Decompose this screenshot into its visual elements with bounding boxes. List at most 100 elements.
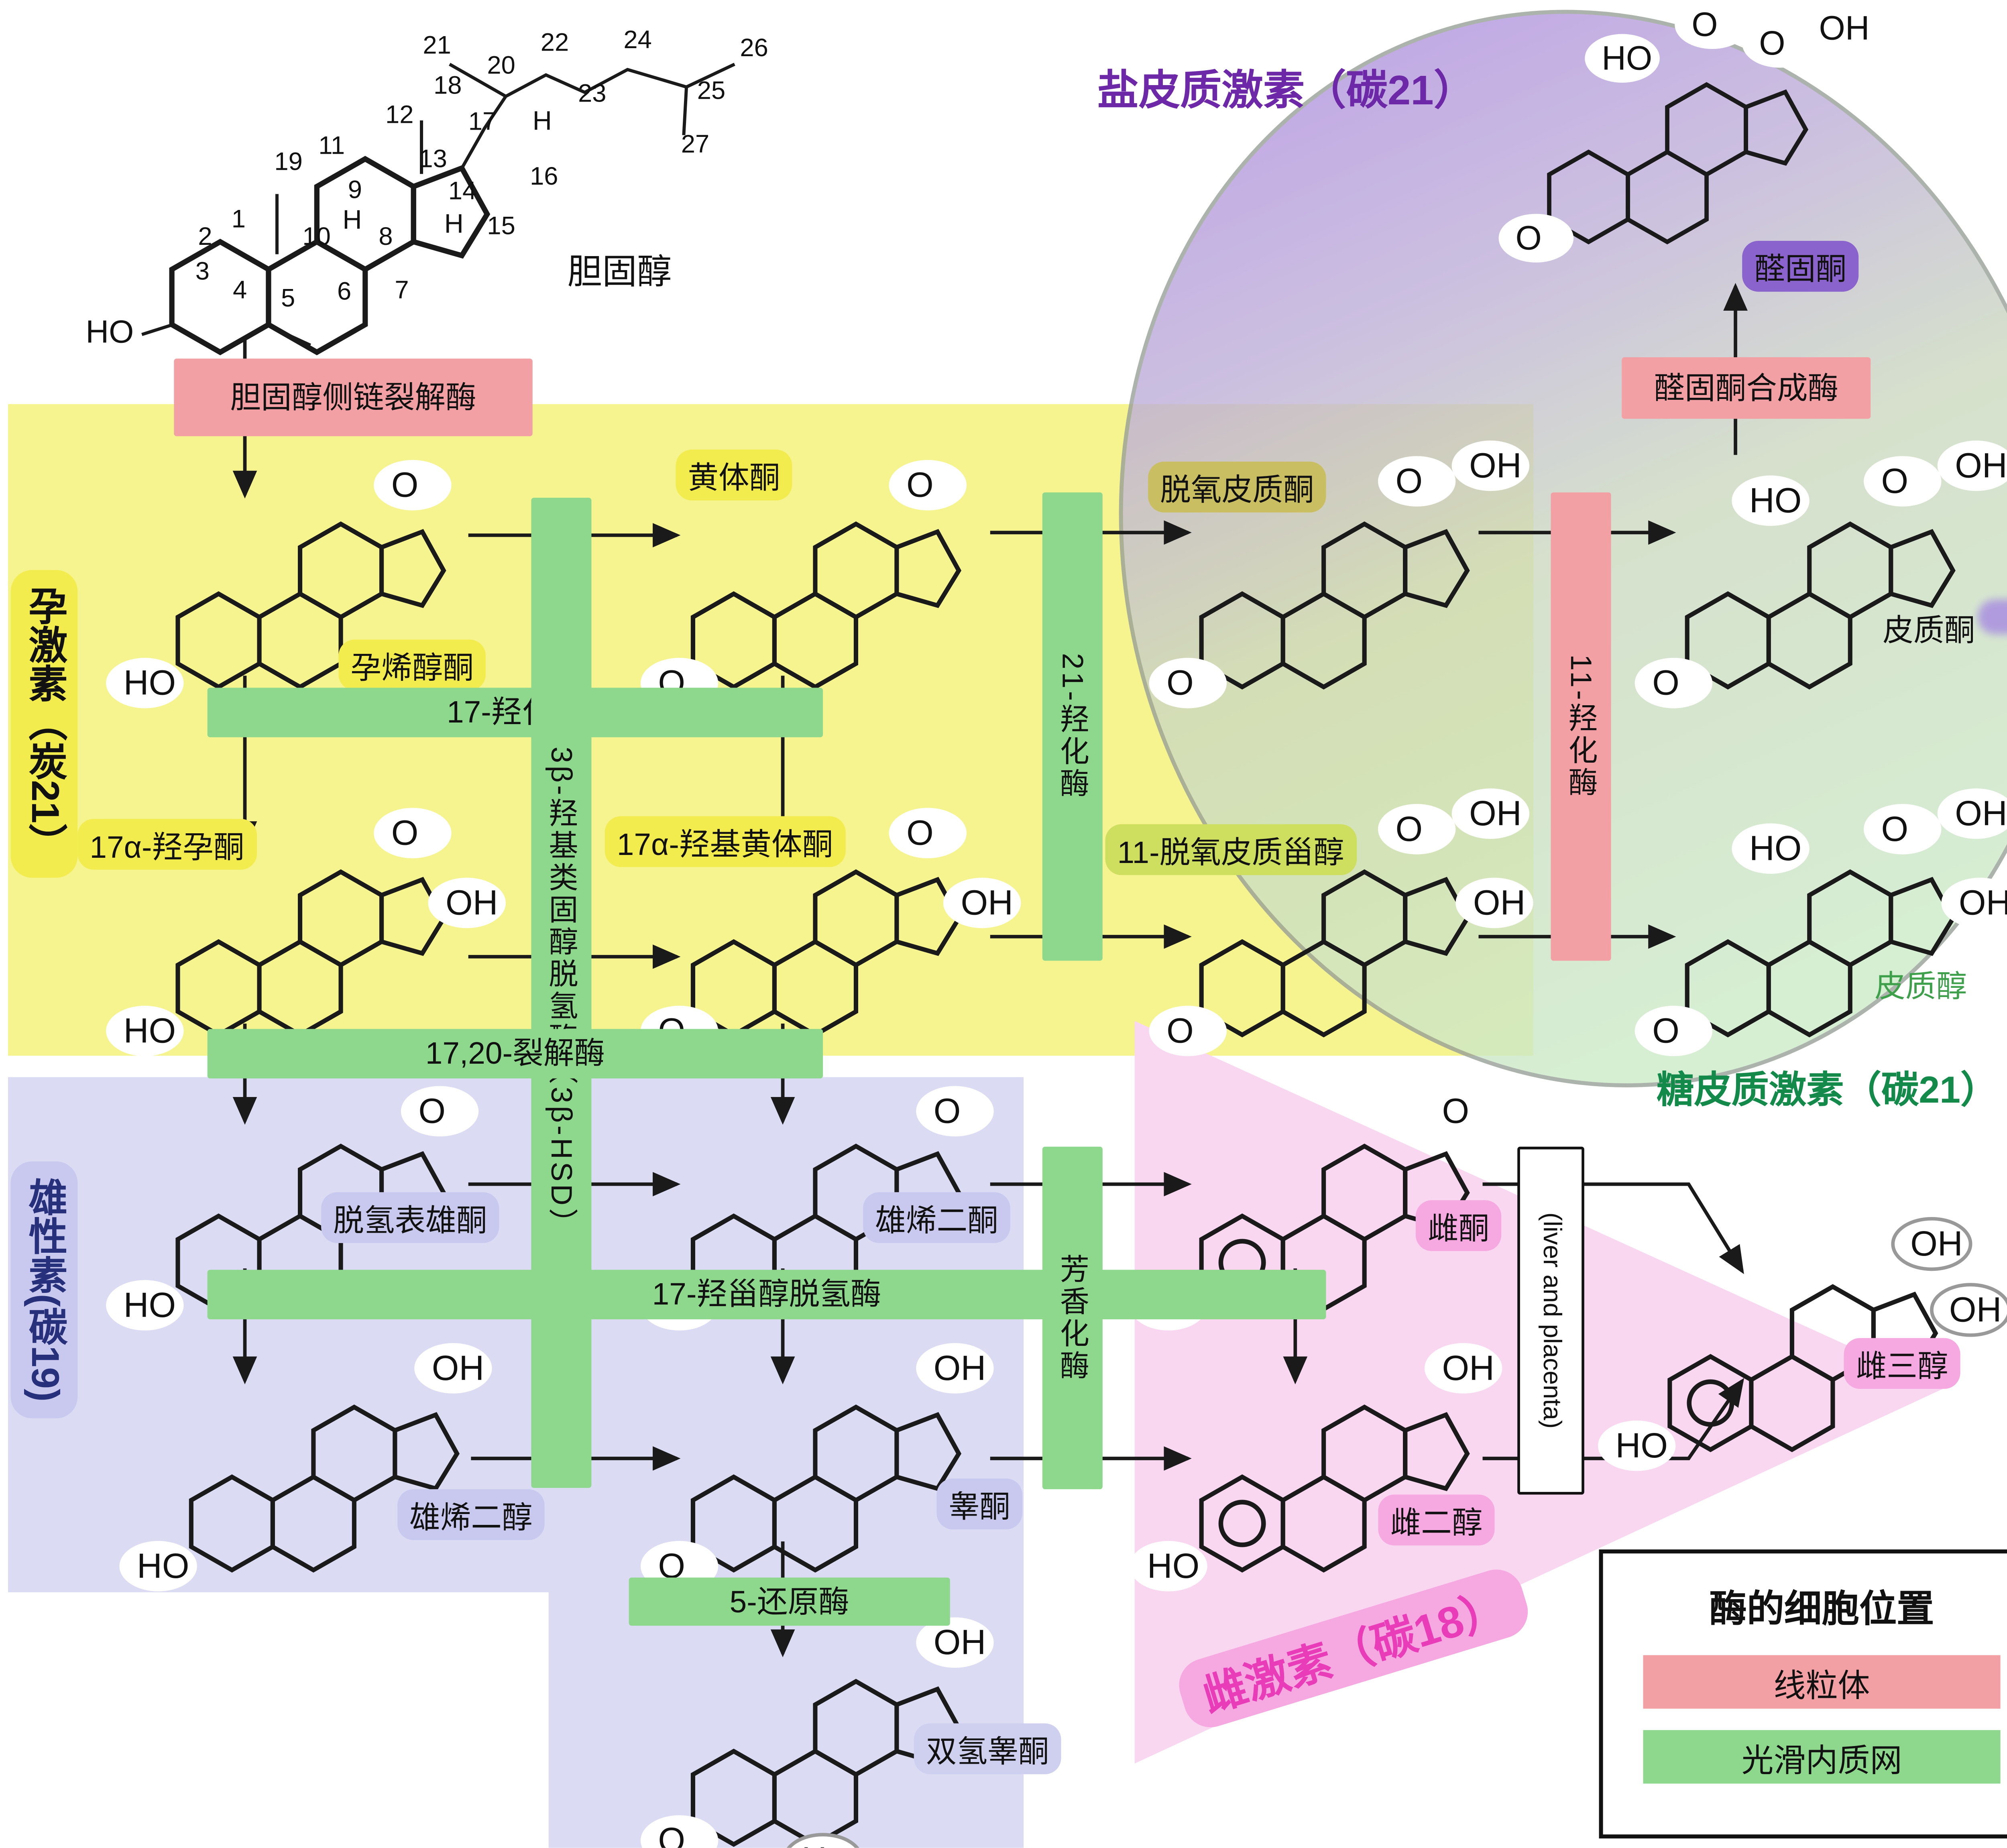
carbon-number-26: 26 — [740, 34, 768, 62]
substituent-label: HO — [124, 1011, 176, 1050]
substituent-label: OH — [1955, 794, 2007, 833]
enzyme-aldosterone-synthase: 醛固酮合成酶 — [1622, 357, 1871, 419]
carbon-number-4: 4 — [233, 276, 247, 304]
molecule-label-pregnenolone: 孕烯醇酮 — [338, 639, 486, 691]
substituent-label: O — [1396, 462, 1423, 501]
carbon-number-3: 3 — [195, 257, 210, 285]
molecule-label-androstenedione: 雄烯二酮 — [863, 1192, 1010, 1243]
substituent-label: HO — [1749, 829, 1801, 868]
substituent-label: O — [1759, 24, 1785, 62]
carbon-number-27: 27 — [681, 130, 709, 158]
region-label-estrogen: 雌激素（碳18） — [1172, 1563, 1534, 1734]
carbon-number-10: 10 — [302, 222, 330, 250]
molecule-label-testosterone: 睾酮 — [936, 1478, 1022, 1530]
substituent-label: OH — [446, 883, 498, 922]
carbon-number-1: 1 — [232, 205, 246, 233]
substituent-label: HO — [124, 663, 176, 702]
carbon-number-25: 25 — [697, 77, 725, 105]
purple-scribble — [1977, 599, 2007, 635]
region-label-androgen: 雄性素(碳19) — [10, 1161, 78, 1418]
carbon-number-24: 24 — [623, 26, 651, 54]
substituent-label: O — [1881, 810, 1909, 849]
enzyme-17-20-lyase: 17,20-裂解酶 — [207, 1029, 823, 1079]
molecule-label-estradiol: 雌二醇 — [1378, 1494, 1495, 1546]
enzyme-3b-hsd: 3β-羟基类固醇脱氢酶（3β-HSD） — [531, 498, 592, 1488]
enzyme-11-hydroxylase: 11-羟化酶 — [1551, 492, 1611, 961]
carbon-number-17: 17 — [468, 107, 497, 135]
molecule-label-17a-hydroxypregnenolone: 17α-羟孕酮 — [77, 819, 256, 870]
region-label-glucocorticoid: 糖皮质激素（碳21） — [1656, 1069, 1998, 1111]
molecule-label-dihydrotestosterone: 双氢睾酮 — [914, 1723, 1061, 1775]
legend-title: 酶的细胞位置 — [1709, 1588, 1934, 1630]
substituent-label: O — [1691, 5, 1718, 43]
carbon-number-15: 15 — [487, 212, 515, 240]
stereo-h-0: H — [533, 106, 552, 136]
substituent-label: O — [391, 813, 419, 852]
carbon-number-18: 18 — [434, 71, 462, 99]
substituent-label: HO — [137, 1547, 189, 1585]
legend-item-smooth-er: 光滑内质网 — [1643, 1730, 2001, 1784]
molecule-label-androstenediol: 雄烯二醇 — [397, 1489, 545, 1540]
legend: 酶的细胞位置 线粒体 光滑内质网 — [1599, 1549, 2007, 1839]
carbon-number-11: 11 — [318, 131, 345, 159]
molecule-label-corticosterone: 皮质酮 — [1883, 613, 1975, 648]
substituent-label: OH — [934, 1349, 986, 1388]
structure-11-deoxycortisol: O O OH OH — [1149, 788, 1533, 1056]
substituent-label: HO — [1616, 1426, 1668, 1465]
substituent-label: O — [1166, 1011, 1194, 1050]
substituent-label: O — [418, 1091, 446, 1130]
structure-17a-hydroxypregnenolone: HO O OH — [106, 808, 506, 1056]
substituent-label: OH — [432, 1349, 484, 1388]
substituent-label: OH — [1473, 883, 1526, 922]
substituent-label: OH — [1955, 446, 2007, 485]
substituent-label: OH — [1469, 794, 1522, 833]
substituent-label: O — [1652, 1011, 1679, 1050]
substituent-label: O — [1166, 663, 1194, 702]
molecule-label-estrone: 雌酮 — [1415, 1200, 1502, 1251]
structure-pregnenolone: HOO — [106, 460, 452, 708]
region-label-progestogen: 孕激素（炭21） — [10, 570, 78, 878]
structure-cortisol: O HO O OH OH — [1635, 788, 2007, 1056]
carbon-number-21: 21 — [423, 31, 451, 59]
enzyme-liver-placenta: (liver and placenta) — [1517, 1146, 1584, 1495]
carbon-number-20: 20 — [487, 51, 515, 79]
carbon-number-22: 22 — [541, 28, 569, 57]
carbon-number-14: 14 — [448, 177, 476, 205]
stereo-h-2: H — [444, 209, 464, 239]
enzyme-21-hydroxylase: 21-羟化酶 — [1042, 492, 1103, 961]
molecule-label-aldosterone: 醛固酮 — [1742, 241, 1859, 292]
carbon-number-5: 5 — [281, 284, 295, 312]
molecule-label-11-deoxycortisol: 11-脱氧皮质甾醇 — [1105, 824, 1356, 875]
substituent-label: O — [906, 813, 934, 852]
substituent-label: O — [1516, 219, 1542, 256]
molecule-label-cholesterol: 胆固醇 — [567, 251, 672, 292]
substituent-label: OH — [961, 883, 1013, 922]
carbon-number-23: 23 — [578, 79, 606, 107]
substituent-label: O — [1396, 810, 1423, 849]
carbon-number-19: 19 — [274, 147, 302, 175]
substituent-label: OH — [1910, 1224, 1963, 1263]
substituent-label: OH — [1959, 883, 2007, 922]
carbon-number-2: 2 — [198, 222, 212, 250]
substituent-label: HO — [124, 1286, 176, 1325]
legend-item-mitochondria: 线粒体 — [1643, 1655, 2001, 1709]
substituent-label: O — [934, 1091, 961, 1130]
substituent-label: HO — [1749, 481, 1801, 520]
carbon-number-8: 8 — [379, 222, 393, 250]
substituent-label: HO — [1147, 1547, 1200, 1585]
region-label-mineralocorticoid: 盐皮质激素（碳21） — [1097, 67, 1476, 114]
substituent-label: OH — [1949, 1290, 2002, 1329]
molecule-label-17a-hydroxyprogesterone: 17α-羟基黄体酮 — [605, 816, 845, 867]
molecule-label-estriol: 雌三醇 — [1844, 1338, 1960, 1389]
substituent-label: O — [1652, 663, 1679, 702]
cholesterol-structure — [141, 63, 735, 352]
substituent-label: OH — [934, 1623, 986, 1662]
